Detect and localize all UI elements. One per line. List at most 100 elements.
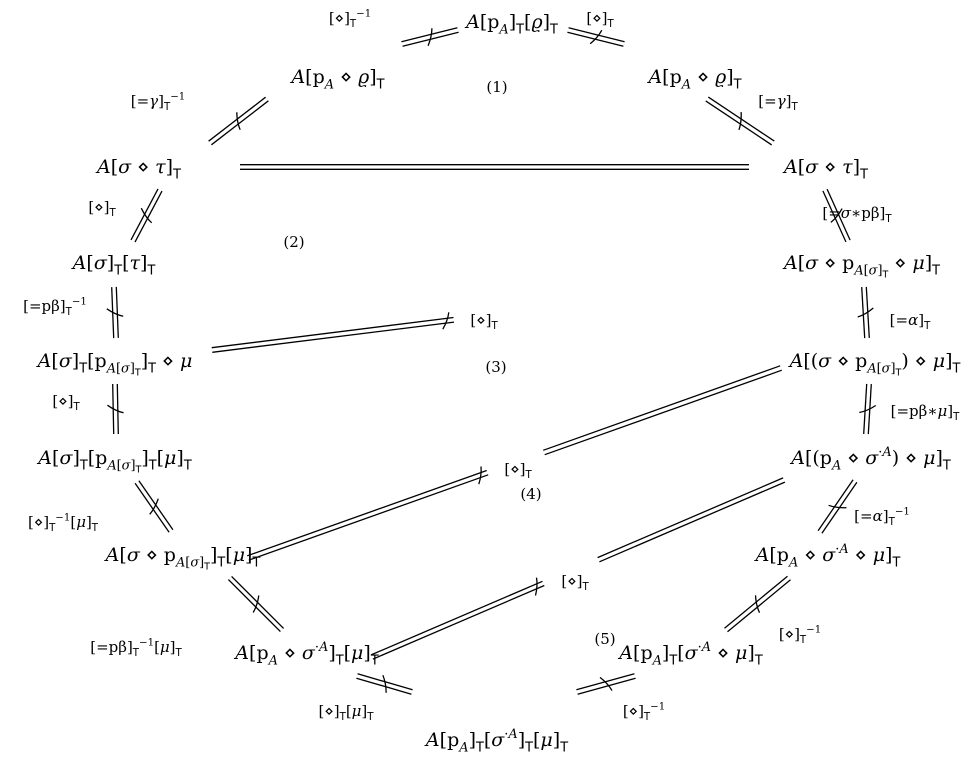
edge-n2-n4 xyxy=(208,96,269,146)
edge-n10-n12 xyxy=(134,480,174,533)
edge-tick-mark xyxy=(589,29,603,45)
edge-line xyxy=(705,100,773,146)
edge-line xyxy=(134,190,163,243)
edge-line xyxy=(822,190,847,243)
edge-line xyxy=(544,369,783,456)
edge-line xyxy=(727,579,791,633)
node-n3: A[pA ⋄ ϱ]T xyxy=(646,66,741,92)
edge-label-e11: [⋄]T xyxy=(52,392,80,413)
node-n11: A[(pA ⋄ σ·A) ⋄ μ]T xyxy=(789,445,951,473)
edge-line xyxy=(211,316,454,349)
edge-line xyxy=(211,100,269,146)
edge-tick-mark xyxy=(382,674,387,693)
node-n14: A[pA ⋄ σ·A]T[μ]T xyxy=(233,640,379,668)
edge-label-e1: [⋄]T−1 xyxy=(329,9,371,31)
edge-label-e19: [⋄]T[μ]T xyxy=(318,702,374,723)
edge-line xyxy=(246,469,487,557)
edge-tick-mark xyxy=(599,676,613,691)
edge-n7-n9 xyxy=(857,286,874,339)
edge-n4-n6 xyxy=(130,188,163,243)
edge-label-e17: [=pβ]T−1[μ]T xyxy=(90,638,182,660)
edge-line xyxy=(568,27,625,43)
region-label-layer: (1) (2) (3) (4) (5) xyxy=(283,78,615,648)
edge-tick-mark xyxy=(149,498,159,515)
edge-line xyxy=(863,383,868,434)
edge-n7-n8 xyxy=(211,312,455,353)
node-n13: A[pA ⋄ σ·A ⋄ μ]T xyxy=(754,542,901,570)
edge-n9-n12 xyxy=(246,365,783,561)
node-n1: A[pA]T[ϱ]T xyxy=(464,11,558,37)
edge-n3-n5 xyxy=(705,96,775,146)
edge-tick-mark xyxy=(442,312,450,330)
edge-tick-mark xyxy=(140,207,153,224)
edge-label-e12: [=pβ∗μ]T xyxy=(891,402,961,423)
node-n10: A[σ]T[pA[σ]T]T[μ]T xyxy=(36,447,192,476)
edge-n1-n3 xyxy=(567,27,625,47)
edge-tick-mark xyxy=(534,577,538,596)
edge-label-e6: [⋄]T xyxy=(88,198,116,219)
edge-line xyxy=(597,477,784,559)
edge-label-e14: [⋄]T−1[μ]T xyxy=(28,513,99,535)
edge-label-layer: [⋄]T−1 [⋄]T [=γ]T−1 [=γ]T [⋄]T [=σ∗pβ]T [=pβ]T… xyxy=(23,9,960,724)
edge-label-e15: [=α]T−1 xyxy=(854,507,910,529)
edge-label-e4: [=γ]T xyxy=(758,92,798,113)
edge-n5-n7 xyxy=(822,188,851,243)
edge-tick-mark xyxy=(236,112,241,131)
edge-tick-mark xyxy=(738,112,742,131)
node-n6: A[σ]T[τ]T xyxy=(71,252,156,278)
node-n12: A[σ ⋄ pA[σ]T]T[μ]T xyxy=(104,544,261,573)
edge-line xyxy=(227,579,281,633)
edge-n8-n10 xyxy=(107,383,124,435)
edge-n14-n16 xyxy=(356,673,413,695)
node-layer: A[pA]T[ϱ]T A[pA ⋄ ϱ]T A[pA ⋄ ϱ]T A[σ ⋄ τ]T A… xyxy=(36,11,961,755)
node-n7: A[σ ⋄ pA[σ]T ⋄ μ]T xyxy=(782,252,940,281)
edge-line xyxy=(861,287,866,339)
edge-n9-n11 xyxy=(859,383,877,435)
edge-n6-n8 xyxy=(106,286,124,339)
edge-n11-n14 xyxy=(370,477,786,660)
node-n16: A[pA]T[σ·A]T[μ]T xyxy=(424,727,568,755)
edge-line xyxy=(372,584,545,660)
node-n8: A[σ]T[pA[σ]T]T ⋄ μ xyxy=(36,350,193,379)
edge-line xyxy=(370,580,543,656)
edge-tick-mark xyxy=(857,307,874,318)
edge-n13-n15 xyxy=(724,575,791,633)
region-label-r5: (5) xyxy=(594,630,615,648)
edge-label-e20: [⋄]T−1 xyxy=(623,702,665,724)
edge-line xyxy=(134,482,170,533)
edge-tick-mark xyxy=(828,504,847,509)
region-label-r1: (1) xyxy=(486,78,507,96)
node-n9: A[(σ ⋄ pA[σ]T) ⋄ μ]T xyxy=(788,350,961,379)
edge-layer xyxy=(106,27,877,695)
edge-line xyxy=(356,677,412,695)
edge-tick-mark xyxy=(427,28,433,46)
edge-n15-n16 xyxy=(576,673,636,695)
edge-tick-mark xyxy=(859,404,877,414)
edge-label-e18: [⋄]T−1 xyxy=(779,625,821,647)
node-n2: A[pA ⋄ ϱ]T xyxy=(289,66,384,92)
edge-line xyxy=(116,383,119,435)
edge-tick-mark xyxy=(478,466,482,485)
edge-line xyxy=(401,27,458,43)
edge-line xyxy=(248,474,489,561)
edge-label-e16: [⋄]T xyxy=(561,572,589,593)
edge-line xyxy=(599,481,786,563)
region-label-r2: (2) xyxy=(283,233,304,251)
region-label-r3: (3) xyxy=(485,358,506,376)
edge-label-e8: [=pβ]T−1 xyxy=(23,297,87,319)
node-n15: A[pA]T[σ·A ⋄ μ]T xyxy=(617,640,763,668)
edge-label-e2: [⋄]T xyxy=(586,9,614,30)
region-label-r4: (4) xyxy=(520,485,541,503)
edge-n1-n2 xyxy=(401,27,459,47)
edge-tick-mark xyxy=(252,595,260,613)
edge-n11-n13 xyxy=(817,479,858,534)
edge-line xyxy=(212,321,455,353)
edge-tick-mark xyxy=(107,404,124,414)
edge-label-e10: [=α]T xyxy=(890,311,931,332)
edge-label-e3: [=γ]T−1 xyxy=(131,92,186,114)
node-n5: A[σ ⋄ τ]T xyxy=(782,156,868,182)
edge-n12-n14 xyxy=(227,575,285,633)
edge-label-e7: [=σ∗pβ]T xyxy=(822,204,892,225)
edge-line xyxy=(115,286,119,338)
